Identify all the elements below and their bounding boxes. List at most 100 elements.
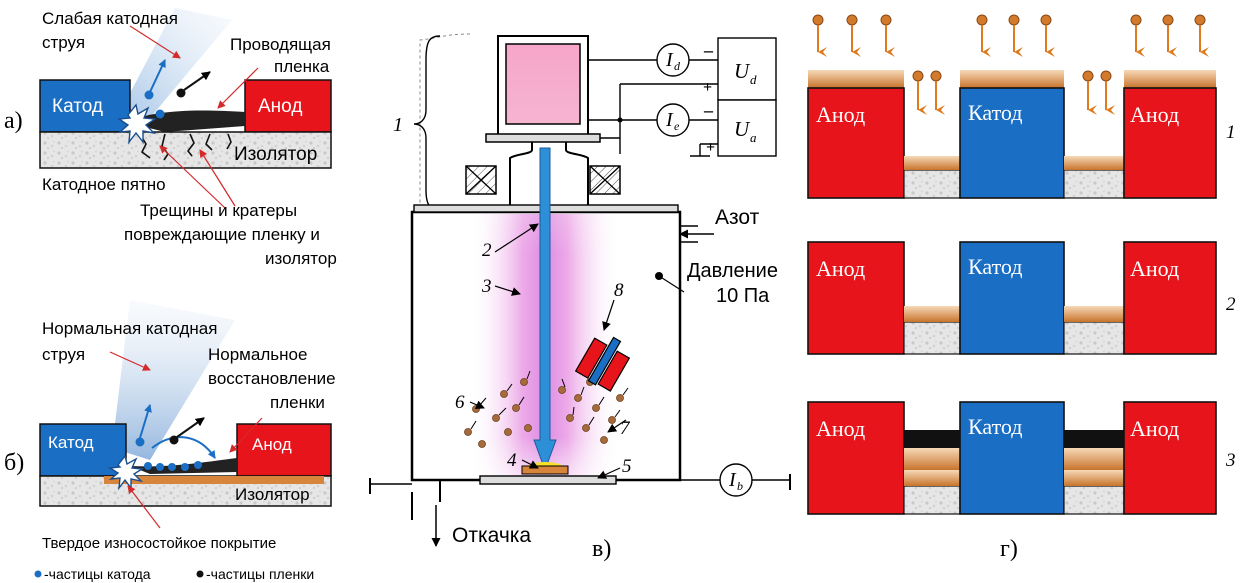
hard-coating-layer (104, 476, 324, 484)
film-gap-left-3 (904, 470, 960, 486)
bracket-dashed (419, 33, 471, 211)
anode-label-a: Анод (258, 96, 302, 117)
legend-cathode-dot (34, 570, 42, 578)
film-particle-icon (176, 88, 186, 98)
film-upper-left-3 (904, 448, 960, 470)
legend-film-label: -частицы пленки (206, 566, 314, 582)
target-4 (521, 465, 569, 475)
film-upper-right-3 (1064, 448, 1124, 470)
coil-cross-right (589, 165, 621, 195)
restoration-label: Нормальное (208, 345, 307, 364)
normal-jet-label: Нормальная катодная (42, 319, 217, 338)
anode-left-3 (807, 401, 905, 515)
film-gap-left-2 (904, 306, 960, 322)
anode-left-label-2: Анод (816, 256, 865, 281)
weak-jet-label-2: струя (42, 33, 85, 52)
ammeter-Ib (719, 463, 753, 497)
normal-jet-label-2: струя (42, 345, 85, 364)
panel-g: Анод Катод Анод 1 Анод Катод Анод 2 (807, 14, 1236, 562)
pointer-7 (607, 419, 627, 433)
ion-arrows-row1 (812, 14, 1209, 115)
Ud-plus: + (703, 79, 712, 96)
label-8: 8 (614, 280, 624, 301)
weak-jet-pointer (129, 25, 181, 59)
pressure-value: 10 Па (716, 285, 770, 307)
anode-right-label-1: Анод (1130, 102, 1179, 127)
cathode-3 (959, 401, 1065, 515)
anode-right-label-2: Анод (1130, 256, 1179, 281)
stage-row-1: Анод Катод Анод 1 (807, 70, 1236, 199)
stage-row-2: Анод Катод Анод 2 (807, 241, 1236, 355)
pressure-label: Давление (687, 260, 778, 282)
cathode-label-b: Катод (48, 433, 94, 452)
film-particle-icon (169, 435, 179, 445)
Ua-label: U (734, 117, 751, 141)
anode-left-label-3: Анод (816, 416, 865, 441)
cathode-label-3: Катод (968, 414, 1022, 439)
panel-label-g: г) (1000, 536, 1018, 562)
Ua-minus: – (703, 100, 714, 120)
substrate-holder-5 (479, 475, 617, 485)
gap-left-3 (903, 485, 961, 515)
restoration-label-3: пленки (270, 393, 325, 412)
cathode-particle-icon (144, 90, 154, 100)
pointer-8 (602, 299, 615, 331)
anode-right-3 (1123, 401, 1217, 515)
film-gap-right-3 (1064, 470, 1124, 486)
gun-neck (509, 142, 589, 212)
pointer-5 (597, 467, 621, 479)
conducting-layer-right-3 (1064, 430, 1124, 448)
pumping-label: Откачка (452, 524, 531, 547)
cathode-spot-a (116, 103, 158, 145)
conducting-layer-left-3 (904, 430, 960, 448)
cracks-label-1: Трещины и кратеры (140, 201, 297, 220)
pointer-4 (521, 459, 539, 469)
cathode-particle-icon (168, 463, 176, 471)
cathode-label-a: Катод (52, 96, 103, 117)
panel-v: 1 (369, 33, 791, 562)
cathode-particle-icon (156, 463, 164, 471)
panel-label-v: в) (592, 536, 611, 562)
conducting-film-a (125, 110, 245, 132)
ammeter-Ie (656, 103, 690, 137)
gap-right-3 (1063, 485, 1125, 515)
gap-left-2 (903, 321, 961, 355)
film-particle-arrow (183, 71, 211, 91)
gap-left-1 (903, 169, 961, 199)
cathode-particle-icon (181, 463, 189, 471)
cathode-particle-icon (135, 437, 145, 447)
normal-jet-plume (112, 300, 235, 460)
Id-sub: d (674, 59, 681, 73)
conducting-film-label-2: пленка (274, 57, 330, 76)
gun-extractor-grid (485, 133, 601, 143)
Ib-label: I (728, 469, 737, 491)
anode-block-b (236, 423, 332, 477)
label-5: 5 (622, 456, 632, 477)
ammeter-Id (656, 43, 690, 77)
Ud-minus: – (703, 40, 714, 60)
stage-number-3: 3 (1225, 450, 1236, 471)
coating-label: Твердое износостойкое покрытие (42, 535, 276, 552)
cathode-1 (959, 87, 1065, 199)
insulator-label-b: Изолятор (235, 485, 310, 504)
cathode-particle-arrow (139, 404, 152, 439)
label-4: 4 (507, 450, 517, 471)
cathode-particle-icon (194, 461, 202, 469)
label-6: 6 (455, 392, 465, 413)
insulator-label-a: Изолятор (234, 144, 317, 165)
film-pointer (217, 67, 259, 109)
label-2: 2 (482, 240, 492, 261)
panel-label-b: б) (4, 450, 24, 476)
supply-Ua (717, 99, 777, 157)
cathode-particle-icon (144, 462, 152, 470)
nitrogen-label: Азот (715, 206, 760, 229)
film-top-center (960, 70, 1064, 88)
cathode-particle-arrow (149, 59, 166, 93)
cathode-label-1: Катод (968, 100, 1022, 125)
film-gap-right-1 (1064, 156, 1124, 170)
anode-label-b: Анод (252, 435, 292, 454)
gap-right-1 (1063, 169, 1125, 199)
weak-jet-label: Слабая катодная (42, 9, 178, 28)
electron-beam (533, 147, 557, 472)
